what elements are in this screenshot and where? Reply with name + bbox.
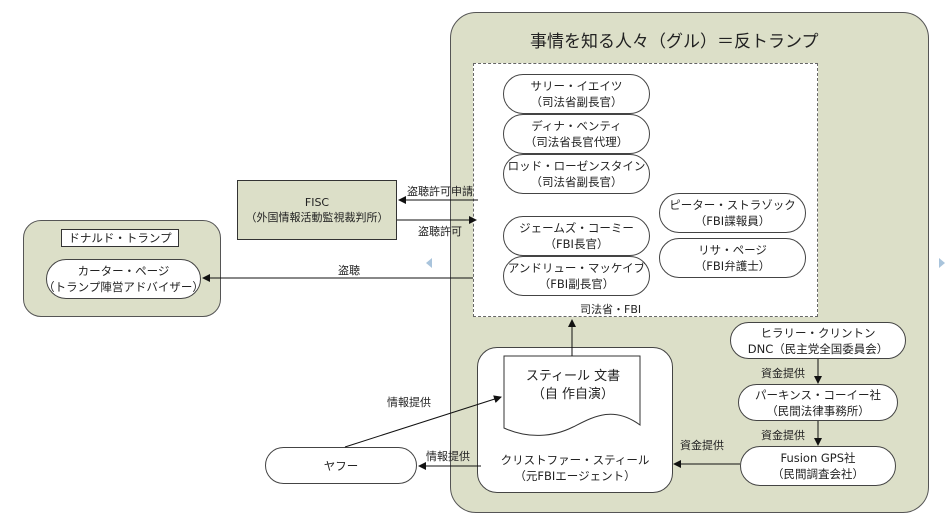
steele-document-shape — [503, 355, 641, 436]
next-arrow-icon[interactable] — [939, 258, 945, 268]
fusion-gps: Fusion GPS社 （民間調査会社） — [740, 446, 896, 486]
person-hillary-clinton: ヒラリー・クリントン DNC（民主党全国委員会） — [730, 322, 906, 359]
label-wiretap-request: 盗聴許可申請 — [407, 185, 473, 198]
person-rod-rosenstein: ロッド・ローゼンスタイン （司法省副長官） — [503, 154, 650, 194]
steele-document: スティール 文書 （自 作自演） — [525, 369, 621, 402]
label-wiretap: 盗聴 — [338, 264, 360, 277]
doj-fbi-label: 司法省・FBI — [580, 303, 642, 316]
fisc-box: FISC （外国情報活動監視裁判所） — [237, 180, 397, 240]
trump-label: ドナルド・トランプ — [61, 229, 179, 247]
yahoo: ヤフー — [265, 447, 417, 484]
person-peter-strzok: ピーター・ストラゾック （FBI諜報員） — [659, 193, 806, 233]
label-info-provide-2: 情報提供 — [426, 450, 470, 463]
label-funding-1: 資金提供 — [761, 367, 805, 380]
label-funding-3: 資金提供 — [680, 439, 724, 452]
person-dana-boente: ディナ・ベンティ （司法省長官代理） — [503, 114, 650, 154]
person-lisa-page: リサ・ページ （FBI弁護士） — [659, 238, 806, 278]
person-sally-yates: サリー・イエイツ （司法省副長官） — [503, 74, 650, 114]
edge-yahoo-to-document — [344, 395, 502, 448]
label-wiretap-permit: 盗聴許可 — [418, 225, 462, 238]
person-james-comey: ジェームズ・コーミー （FBI長官） — [503, 216, 650, 256]
label-funding-2: 資金提供 — [761, 429, 805, 442]
diagram-title: 事情を知る人々（グル）＝反トランプ — [530, 32, 819, 52]
label-info-provide-1: 情報提供 — [387, 396, 431, 409]
christopher-steele: クリストファー・スティール （元FBIエージェント） — [500, 453, 650, 483]
person-andrew-mccabe: アンドリュー・マッケイブ （FBI副長官） — [503, 256, 650, 296]
previous-arrow-icon[interactable] — [426, 258, 432, 268]
person-carter-page: カーター・ページ （トランプ陣営アドバイザー） — [43, 259, 204, 299]
perkins-coie: パーキンス・コーイー社 （民間法律事務所） — [738, 384, 898, 421]
